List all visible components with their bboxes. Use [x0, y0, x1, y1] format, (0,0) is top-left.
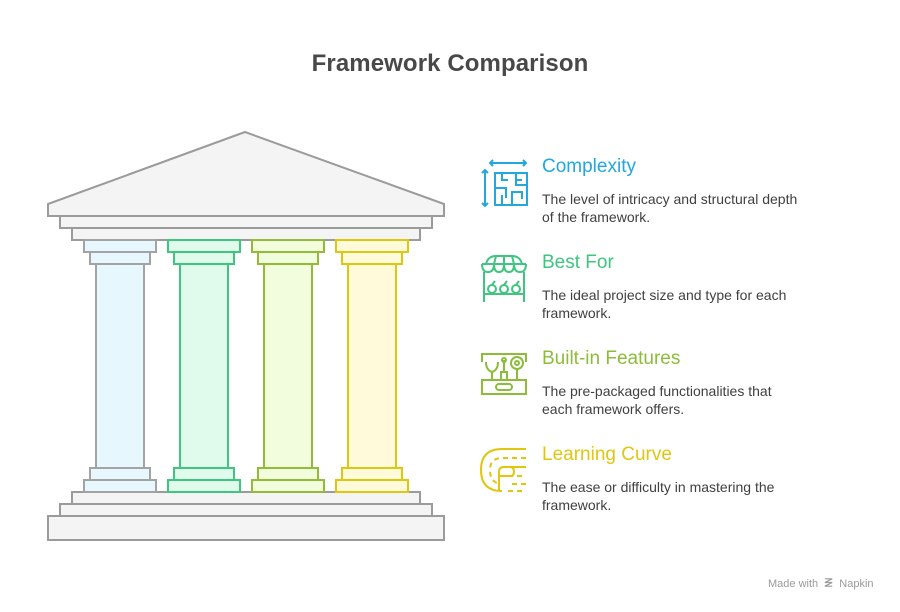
pillar-capital-bottom [173, 251, 235, 265]
pillar-base-bottom [335, 479, 409, 493]
item-description: The pre-packaged functionalities that ea… [542, 383, 772, 417]
temple-entablature-upper [59, 215, 433, 229]
pillar-shaft [347, 263, 397, 469]
pillar-shaft [179, 263, 229, 469]
temple-entablature-lower [71, 227, 421, 241]
pillar-base-top [341, 467, 403, 481]
pillar-capital-top [335, 239, 409, 253]
pillar-shaft [95, 263, 145, 469]
temple-structure [47, 130, 445, 541]
pillar-built-in-features [251, 239, 325, 493]
maze-icon [481, 159, 528, 208]
diagram-title: Framework Comparison [311, 50, 589, 77]
pillar-capital-bottom [257, 251, 319, 265]
item-built-in-features: Built-in Features The pre-packaged funct… [478, 348, 808, 438]
pillar-learning-curve [335, 239, 409, 493]
item-best-for: Best For The ideal project size and type… [478, 252, 808, 342]
item-learning-curve: Learning Curve The ease or difficulty in… [478, 444, 808, 534]
temple-step-top [71, 491, 421, 505]
item-heading: Learning Curve [542, 444, 672, 465]
pillar-base-top [257, 467, 319, 481]
pillar-capital-top [83, 239, 157, 253]
pillar-base-top [89, 467, 151, 481]
item-heading: Best For [542, 252, 614, 273]
napkin-logo-icon [824, 578, 833, 587]
pillar-complexity [83, 239, 157, 493]
pillar-capital-bottom [89, 251, 151, 265]
pillar-base-bottom [251, 479, 325, 493]
market-stall-icon [481, 255, 527, 302]
pillar-base-bottom [167, 479, 241, 493]
pillar-shaft [263, 263, 313, 469]
pillar-capital-top [251, 239, 325, 253]
item-description: The ease or difficulty in mastering the … [542, 479, 775, 513]
temple-step-base [47, 515, 445, 541]
track-icon [479, 448, 526, 492]
footer-brand: Napkin [839, 578, 874, 590]
item-heading: Built-in Features [542, 348, 681, 369]
pillar-capital-top [167, 239, 241, 253]
pillar-capital-bottom [341, 251, 403, 265]
item-complexity: Complexity The level of intricacy and st… [478, 156, 808, 246]
footer-credit[interactable]: Made with Napkin [768, 577, 874, 590]
temple-step-middle [59, 503, 433, 517]
footer-prefix: Made with [768, 578, 819, 590]
temple-diagram [47, 130, 445, 541]
item-description: The ideal project size and type for each… [542, 287, 787, 321]
temple-pediment [47, 130, 445, 217]
item-description: The level of intricacy and structural de… [542, 191, 798, 225]
pillar-best-for [167, 239, 241, 493]
pillar-base-bottom [83, 479, 157, 493]
toolbox-icon [481, 353, 527, 395]
item-heading: Complexity [542, 156, 636, 177]
temple-pillars [83, 239, 409, 493]
pillar-base-top [173, 467, 235, 481]
